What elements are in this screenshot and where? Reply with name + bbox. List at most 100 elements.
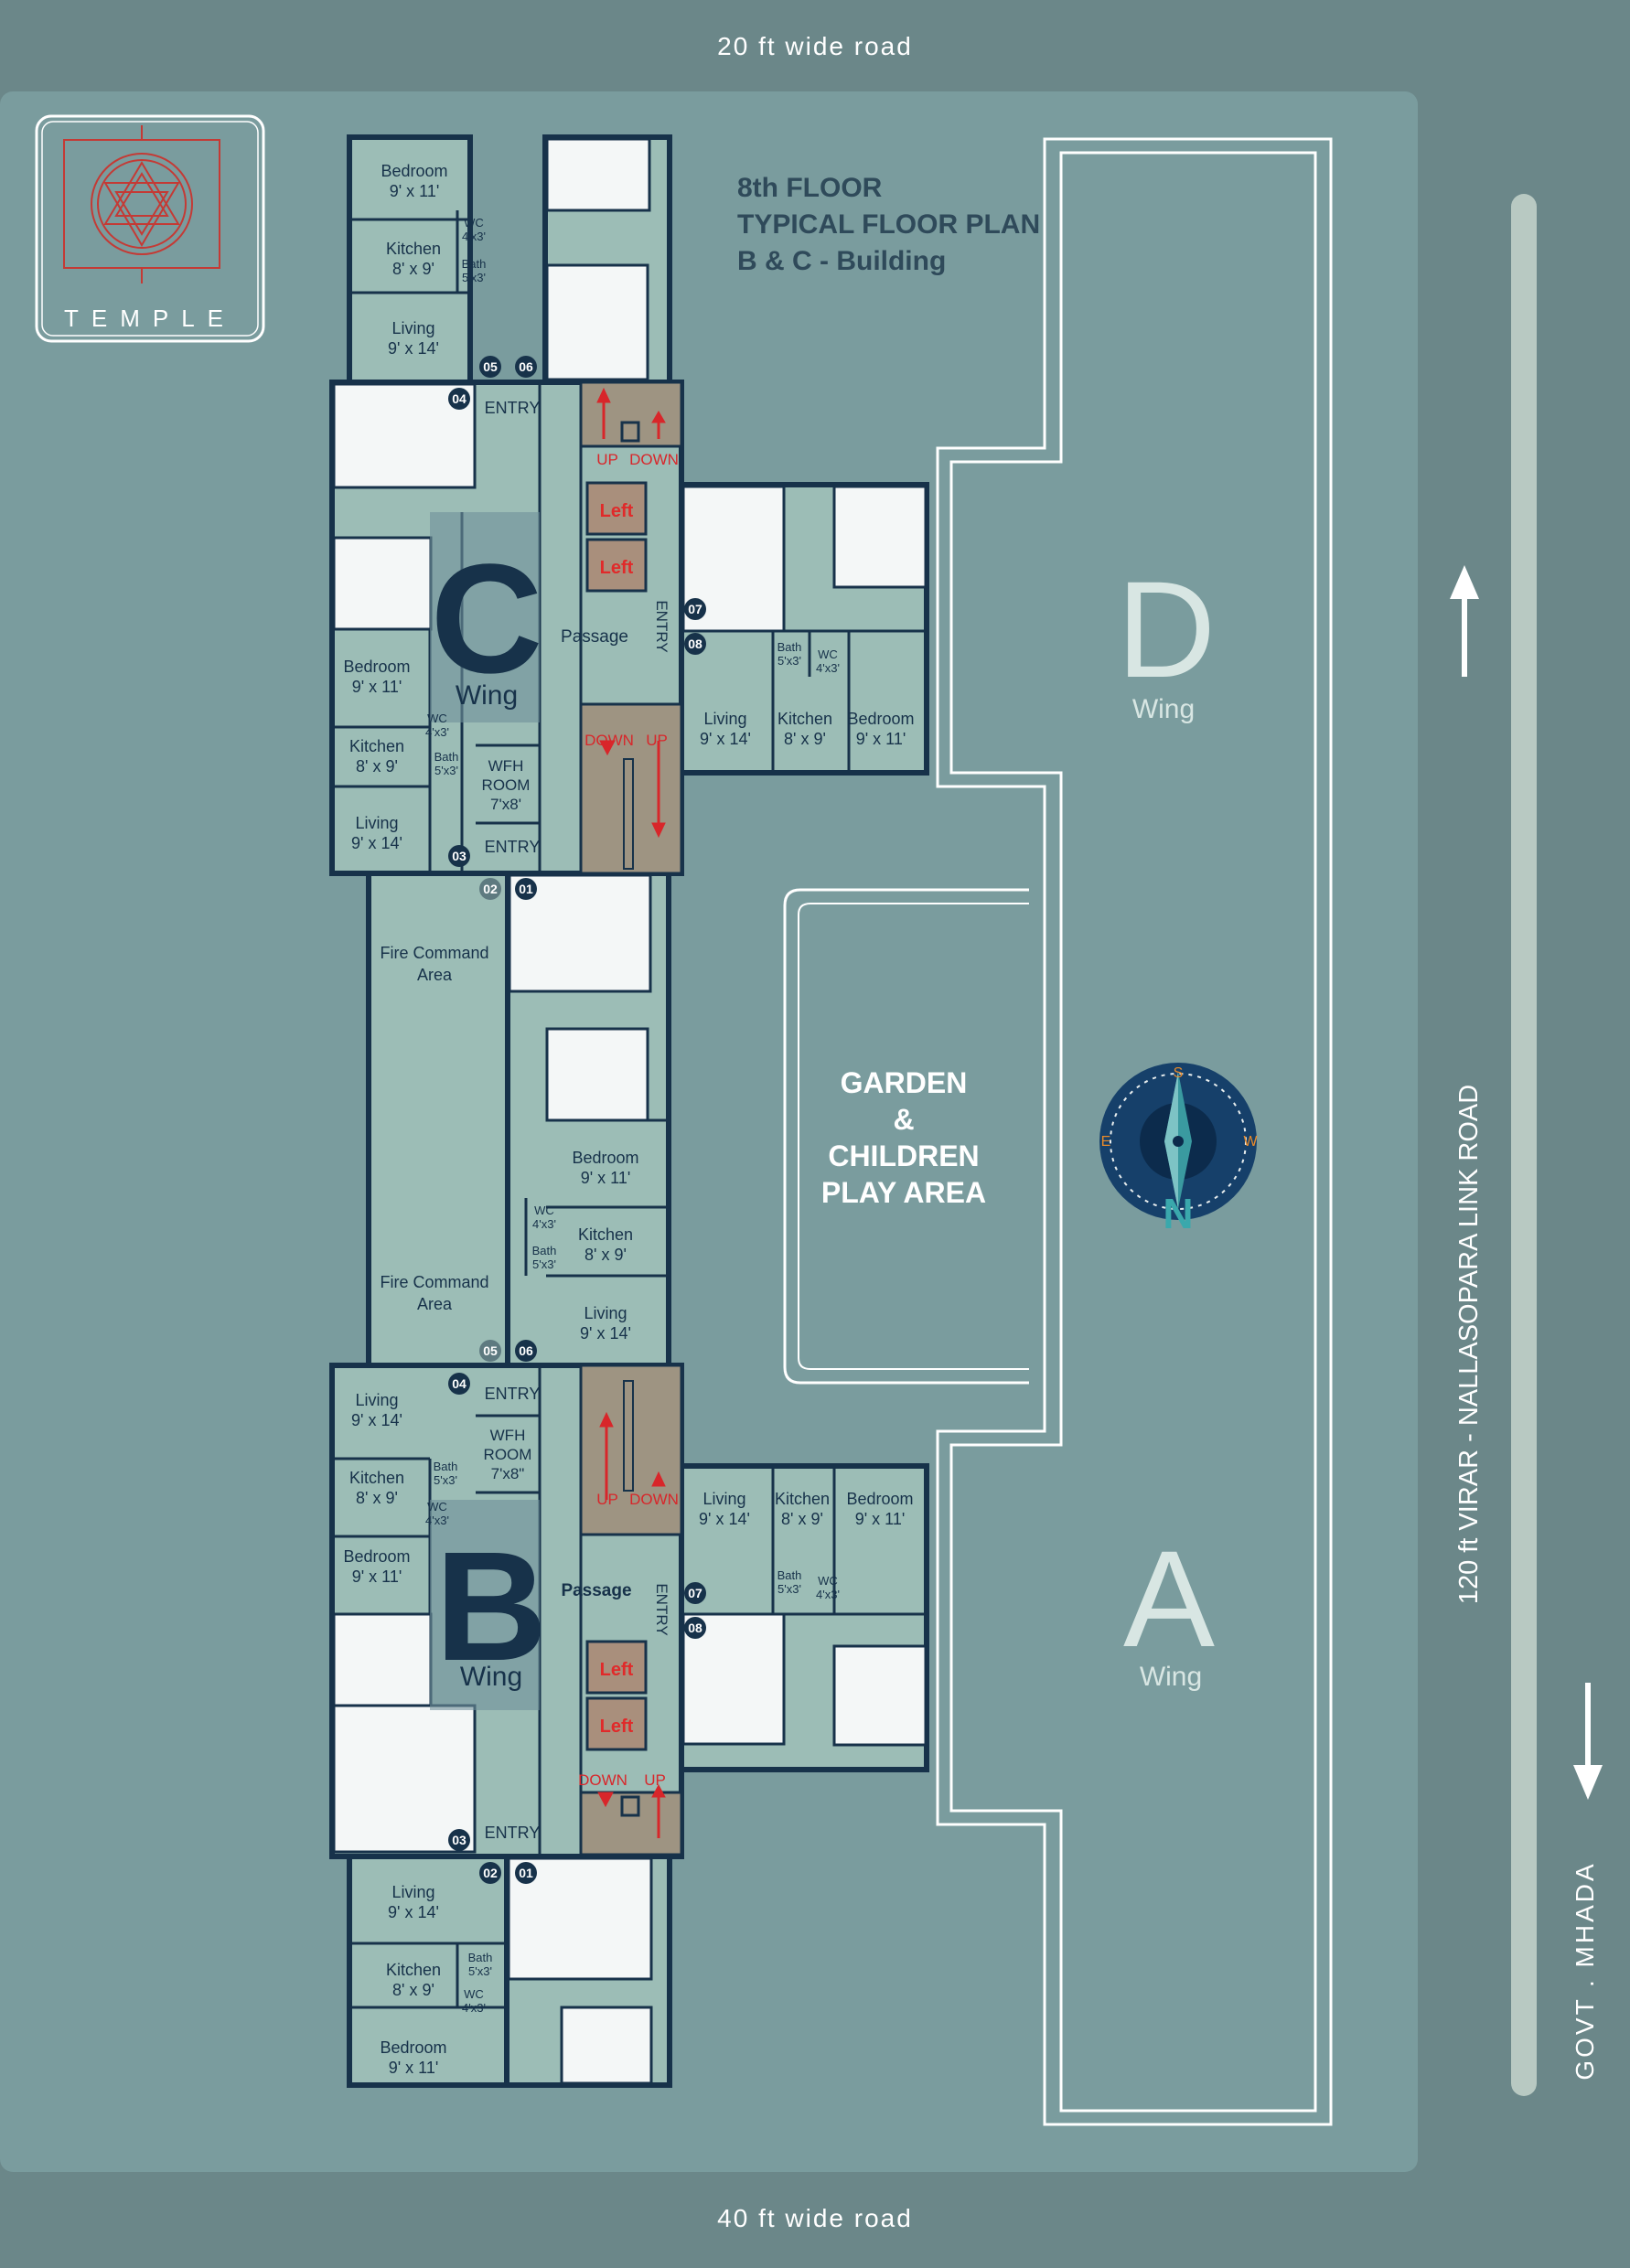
svg-text:02: 02 xyxy=(483,1866,498,1880)
bedroom-label: Bedroom xyxy=(380,2038,446,2057)
living-label: Living xyxy=(355,1391,398,1409)
entry-c-top: ENTRY xyxy=(485,399,541,417)
top-road-label: 20 ft wide road xyxy=(717,32,913,60)
lift-c-2: Left xyxy=(600,558,634,578)
svg-text:06: 06 xyxy=(519,1343,533,1358)
bedroom-size: 9' x 11' xyxy=(352,678,402,696)
building-bc: Left Left Left Left C Wing B Wing Passag… xyxy=(329,134,929,2088)
bath-label: Bath xyxy=(468,1951,493,1964)
flat-badge: 01 xyxy=(515,878,537,900)
bath-label: Bath xyxy=(532,1244,557,1257)
bedroom-label: Bedroom xyxy=(572,1149,638,1167)
flat-badge: 02 xyxy=(479,878,501,900)
bath-size: 5'x3' xyxy=(468,1964,492,1978)
fire-command-2a: Fire Command xyxy=(380,1273,488,1291)
bath-size: 5'x3' xyxy=(777,654,801,668)
kitchen-size: 8' x 9' xyxy=(784,730,826,748)
stair-down-3: DOWN xyxy=(629,1491,679,1508)
svg-text:08: 08 xyxy=(688,637,702,651)
flat-badge: 05 xyxy=(479,356,501,378)
flat-badge: 07 xyxy=(684,598,706,620)
bath-size: 5'x3' xyxy=(532,1257,556,1271)
bedroom-label: Bedroom xyxy=(847,710,914,728)
kitchen-label: Kitchen xyxy=(349,1469,404,1487)
wfh-room-label: WFH xyxy=(490,1427,526,1444)
kitchen-label: Kitchen xyxy=(386,240,441,258)
stair-up-2: UP xyxy=(646,732,668,749)
wing-c-block: C Wing xyxy=(430,512,542,722)
wing-b-word: Wing xyxy=(460,1662,522,1692)
arrow-up-icon xyxy=(1450,565,1479,677)
plan-title: 8th FLOOR TYPICAL FLOOR PLAN B & C - Bui… xyxy=(737,173,1040,276)
plan-title-line-3: B & C - Building xyxy=(737,246,946,276)
bath-label: Bath xyxy=(434,1460,458,1473)
bath-size: 5'x3' xyxy=(462,271,486,284)
bedroom-size: 9' x 11' xyxy=(390,182,440,200)
stair-arrows xyxy=(596,387,666,1838)
arrow-down-icon xyxy=(1573,1683,1603,1800)
lift-b-1: Left xyxy=(600,1660,634,1680)
link-road-strip xyxy=(1511,194,1537,2096)
wfh-room-size: 7'x8" xyxy=(491,1465,525,1482)
svg-text:08: 08 xyxy=(688,1621,702,1635)
kitchen-label: Kitchen xyxy=(386,1961,441,1979)
bath-label: Bath xyxy=(434,750,459,764)
wc-label: WC xyxy=(464,1987,484,2001)
flat-badge: 08 xyxy=(684,1617,706,1639)
svg-text:01: 01 xyxy=(519,882,533,896)
svg-text:05: 05 xyxy=(483,359,498,374)
living-size: 9' x 14' xyxy=(351,834,402,852)
compass-icon: S E W N xyxy=(1099,1063,1258,1237)
wfh-room-size: 7'x8' xyxy=(490,796,521,813)
flat-badge: 04 xyxy=(448,388,470,410)
svg-text:01: 01 xyxy=(519,1866,533,1880)
flat-badge: 05 xyxy=(479,1340,501,1362)
wc-size: 4'x3' xyxy=(532,1217,556,1231)
passage-c: Passage xyxy=(561,627,628,647)
svg-text:04: 04 xyxy=(452,391,466,406)
wc-size: 4'x3' xyxy=(425,725,449,739)
bedroom-size: 9' x 11' xyxy=(389,2059,439,2077)
wing-d-word: Wing xyxy=(1132,694,1195,724)
compass-w: W xyxy=(1243,1134,1258,1150)
flat-badge: 07 xyxy=(684,1582,706,1604)
wc-size: 4'x3' xyxy=(425,1514,449,1527)
svg-text:04: 04 xyxy=(452,1376,466,1391)
kitchen-size: 8' x 9' xyxy=(356,757,398,776)
bath-size: 5'x3' xyxy=(777,1582,801,1596)
staircases xyxy=(579,380,683,1856)
living-size: 9' x 14' xyxy=(388,339,439,358)
flat-badge: 06 xyxy=(515,356,537,378)
wing-b-letter: B xyxy=(435,1520,548,1694)
garden-label-2: & xyxy=(893,1103,914,1136)
living-size: 9' x 14' xyxy=(700,730,751,748)
wing-a-word: Wing xyxy=(1140,1662,1202,1692)
wing-b-block: B Wing xyxy=(430,1500,547,1710)
stair-up-4: UP xyxy=(644,1771,666,1789)
svg-text:02: 02 xyxy=(483,882,498,896)
bath-label: Bath xyxy=(777,640,802,654)
kitchen-size: 8' x 9' xyxy=(392,1981,434,1999)
stair-up-1: UP xyxy=(596,451,618,468)
bath-label: Bath xyxy=(777,1568,802,1582)
wc-label: WC xyxy=(464,216,484,230)
svg-text:07: 07 xyxy=(688,1586,702,1600)
sri-yantra-icon xyxy=(63,125,220,284)
wing-d-letter: D xyxy=(1117,552,1216,706)
bath-label: Bath xyxy=(462,257,487,271)
stair-down-1: DOWN xyxy=(629,451,679,468)
wfh-room-label: ROOM xyxy=(484,1446,532,1463)
kitchen-size: 8' x 9' xyxy=(392,260,434,278)
fire-command-1a: Fire Command xyxy=(380,944,488,962)
svg-text:06: 06 xyxy=(519,359,533,374)
lift-c-1: Left xyxy=(600,501,634,521)
garden-label-3: CHILDREN xyxy=(828,1139,979,1172)
svg-text:07: 07 xyxy=(688,602,702,616)
wing-a-letter: A xyxy=(1123,1522,1215,1675)
wfh-room-label: WFH xyxy=(488,757,524,775)
compass-n: N xyxy=(1163,1190,1193,1237)
passage-b: Passage xyxy=(561,1581,631,1600)
entry-b-bottom: ENTRY xyxy=(485,1824,541,1842)
